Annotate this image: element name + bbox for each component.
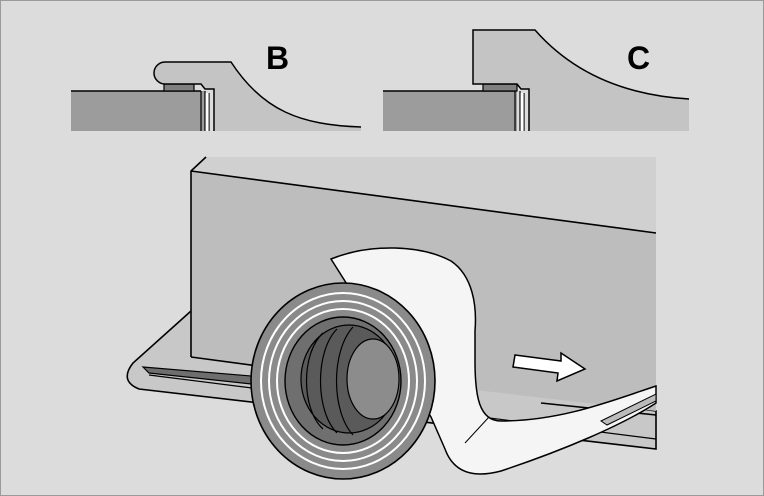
detail-b-frame-body xyxy=(71,91,205,131)
sash-top-face xyxy=(191,157,656,233)
detail-c-frame-body xyxy=(383,91,517,131)
detail-label-b: B xyxy=(266,40,290,76)
detail-b-channel xyxy=(200,91,210,131)
tape-roll-ring-1 xyxy=(260,292,426,470)
detail-c xyxy=(383,29,690,131)
direction-arrow-icon xyxy=(512,351,587,383)
detail-b-channel-fill xyxy=(205,93,209,131)
sash-outline xyxy=(190,156,657,357)
tape-roll-hole-back xyxy=(346,338,400,420)
detail-c-channel xyxy=(514,91,525,131)
tape-roll-ring-3 xyxy=(276,308,410,454)
tape-strip-crease xyxy=(464,416,490,444)
detail-c-channel-fill xyxy=(520,93,524,131)
tape-strip xyxy=(329,247,657,475)
detail-c-gasket xyxy=(482,83,518,92)
detail-label-c: C xyxy=(627,40,651,76)
main-view xyxy=(126,156,657,480)
tape-roll xyxy=(250,282,436,480)
tape-strip-end xyxy=(599,393,657,426)
detail-c-sash-outline xyxy=(472,29,690,131)
detail-b xyxy=(71,61,362,131)
tape-roll-ring-2 xyxy=(268,300,418,462)
detail-b-gasket xyxy=(163,83,195,92)
detail-c-sash-profile xyxy=(473,30,689,131)
tape-roll-hole-ridge-1 xyxy=(306,332,324,430)
detail-b-sash-profile xyxy=(154,62,361,131)
tape-roll-hole-ridge-3 xyxy=(335,326,354,436)
tape-roll-hole-ridge-2 xyxy=(319,328,338,434)
detail-b-sash-outline xyxy=(153,61,362,131)
